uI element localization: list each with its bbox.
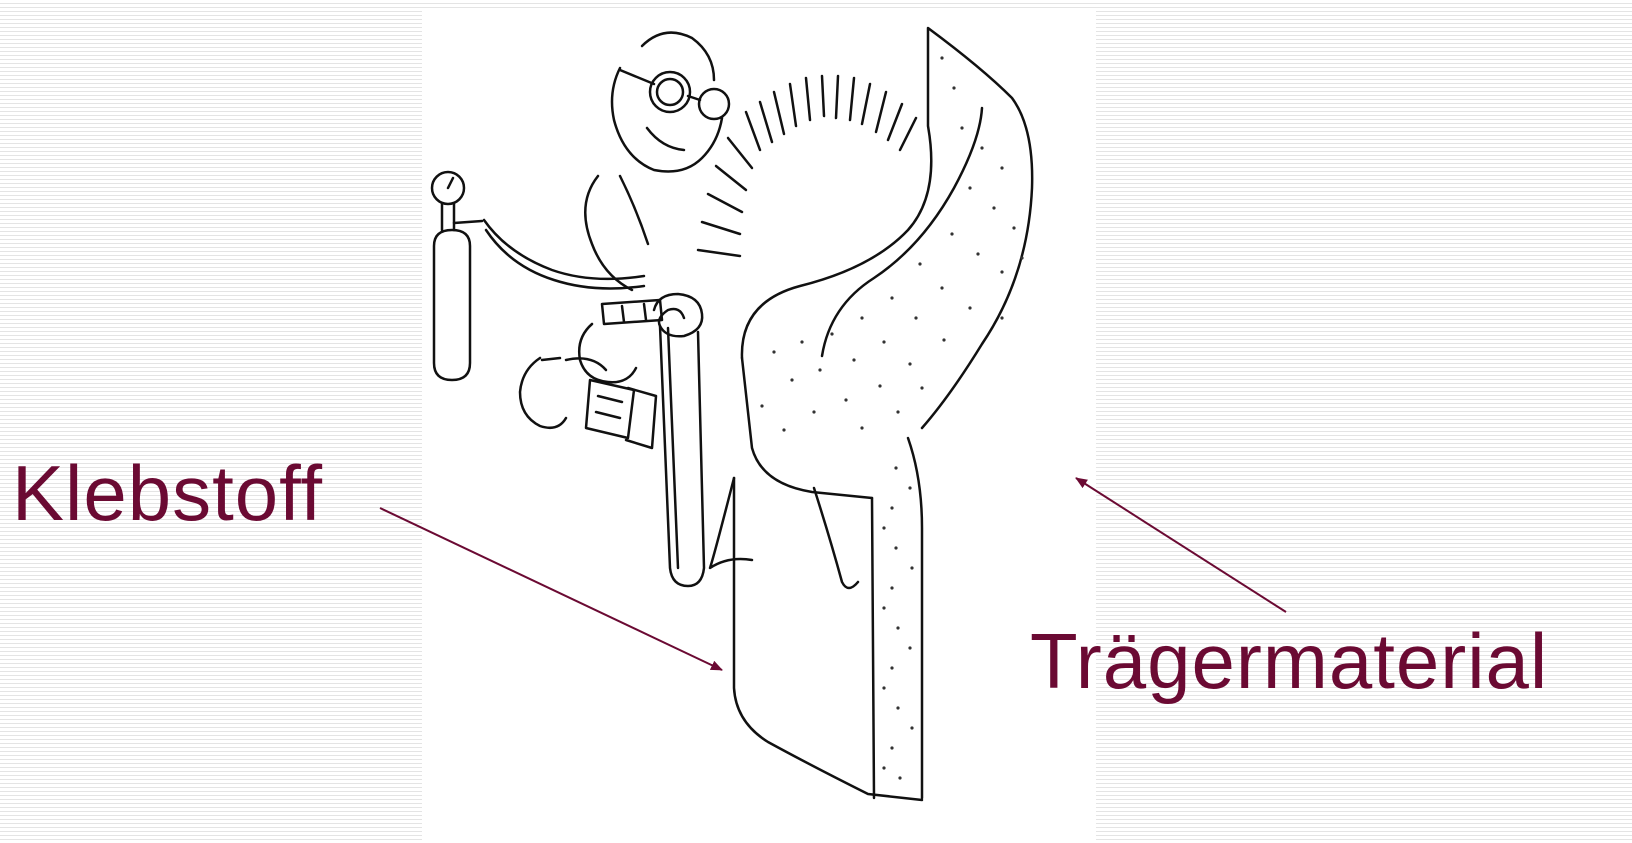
- welder-figure-icon: [520, 33, 729, 448]
- carrier-material-label: Trägermaterial: [1030, 622, 1548, 700]
- adhesive-label: Klebstoff: [12, 454, 323, 532]
- tape-cartoon-icon: [422, 8, 1096, 843]
- illustration-panel: [422, 8, 1096, 843]
- carrier-sheet-icon: [742, 28, 1032, 798]
- hose-icon: [484, 220, 644, 288]
- heat-rays-icon: [698, 76, 916, 256]
- tape-roll-icon: [654, 294, 704, 586]
- gas-cylinder-icon: [432, 172, 482, 380]
- traegermaterial-arrow: [1076, 478, 1286, 612]
- adhesive-layer-icon: [710, 478, 922, 800]
- adhesive-stipple-icon: [760, 56, 1023, 779]
